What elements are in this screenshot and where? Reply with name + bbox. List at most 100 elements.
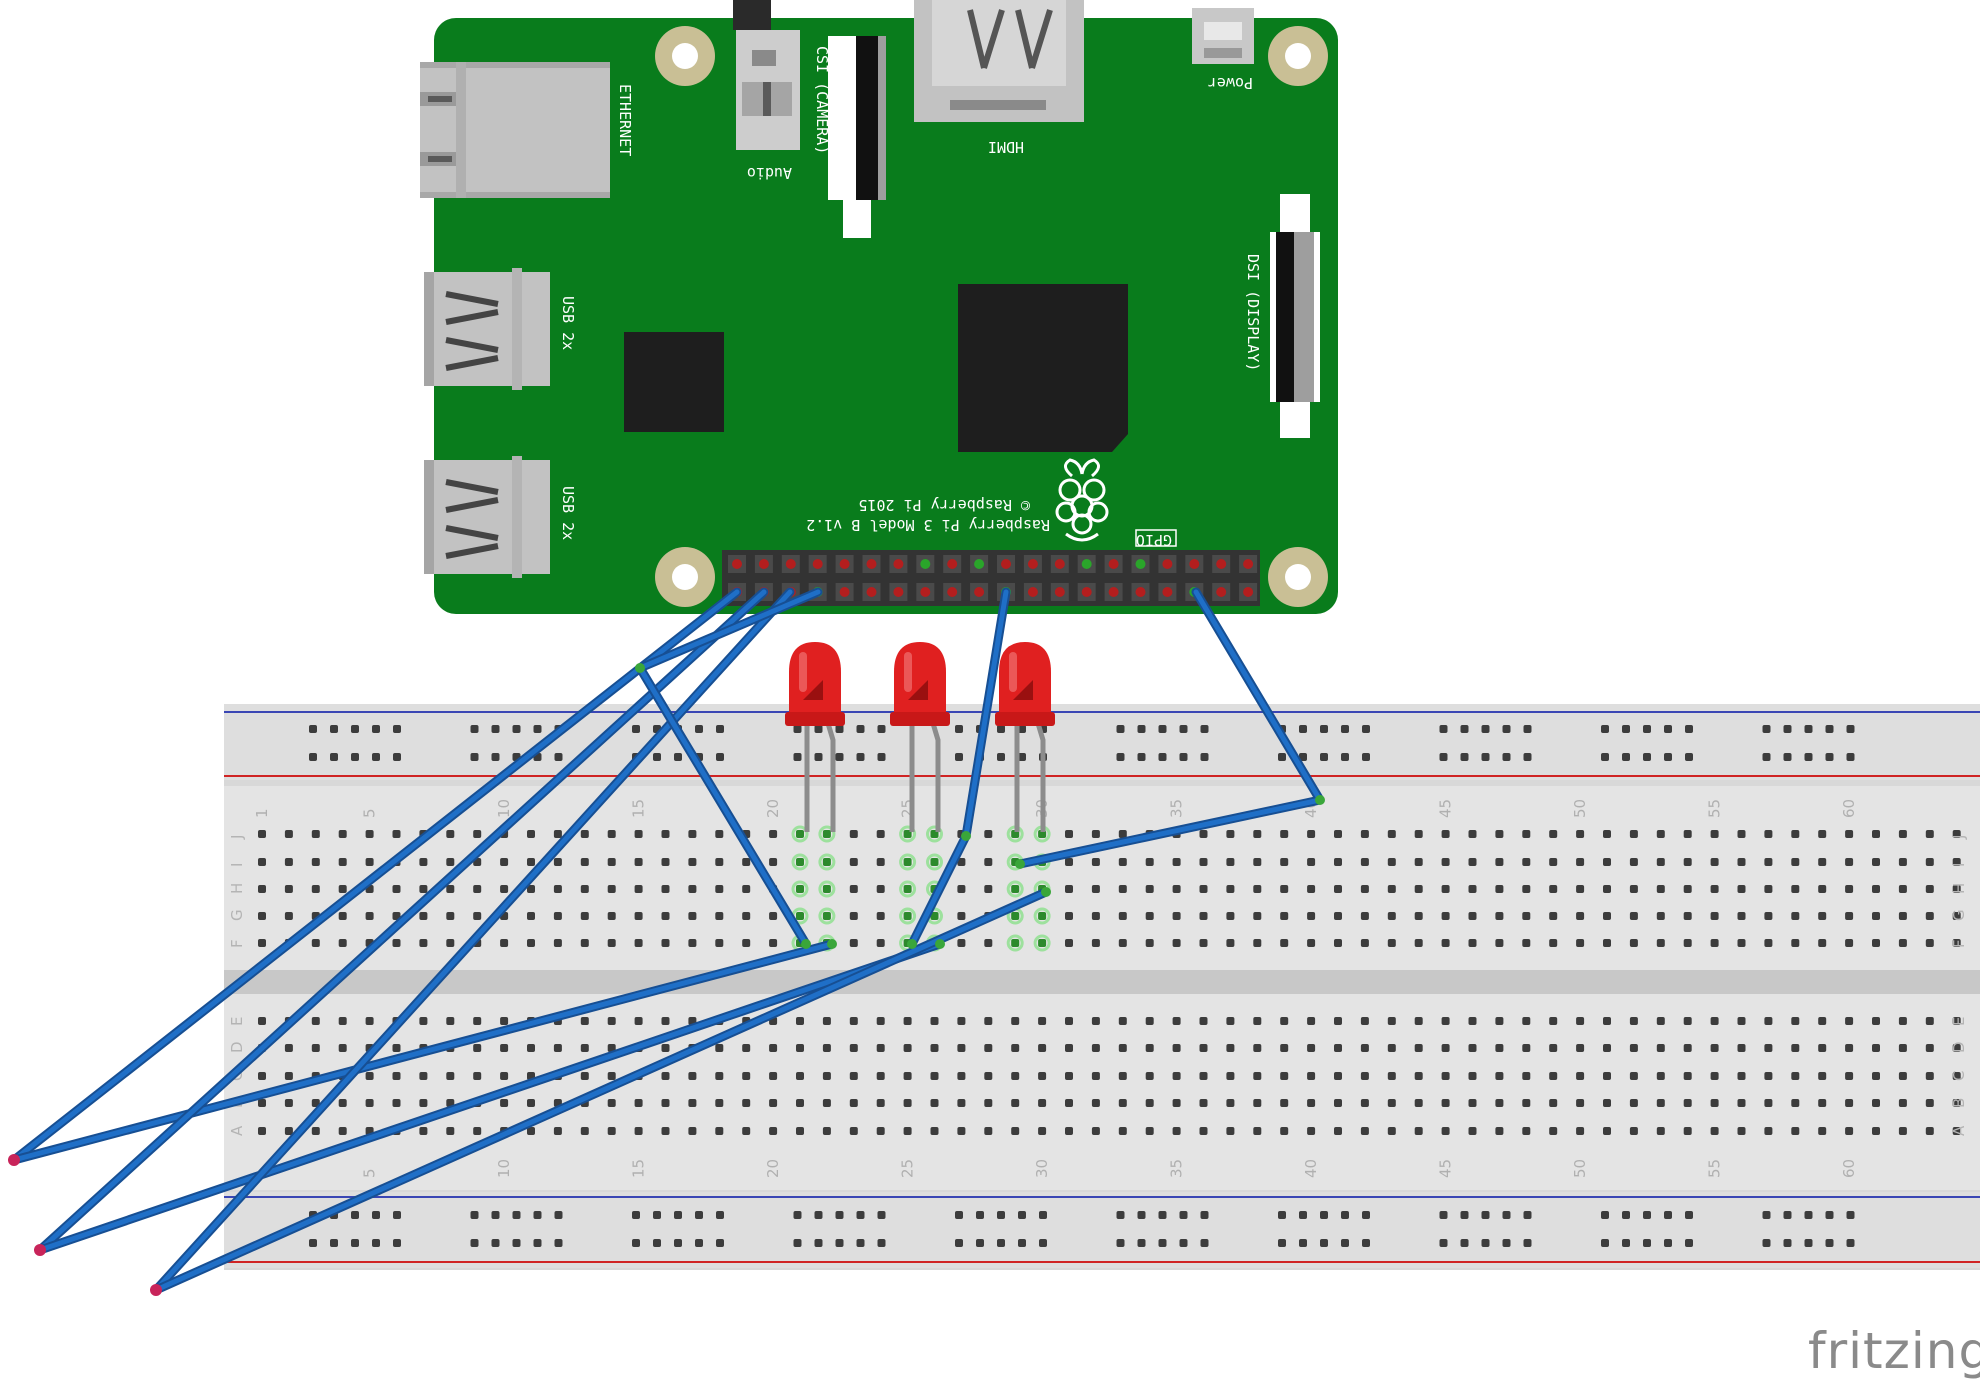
breadboard-hole bbox=[1091, 1044, 1100, 1052]
breadboard-hole bbox=[500, 885, 509, 893]
hole-highlight bbox=[818, 825, 836, 843]
leds bbox=[785, 642, 1055, 832]
rail-hole bbox=[351, 753, 359, 761]
breadboard-hole bbox=[822, 912, 831, 920]
hole-highlight bbox=[899, 880, 917, 898]
breadboard-hole bbox=[688, 885, 697, 893]
gpio-pin bbox=[893, 559, 904, 569]
column-number-top: 45 bbox=[1437, 799, 1455, 818]
breadboard-hole bbox=[903, 885, 912, 893]
breadboard-hole bbox=[1683, 939, 1692, 947]
hdmi-port bbox=[914, 0, 1084, 122]
breadboard-hole bbox=[580, 939, 589, 947]
breadboard-hole bbox=[1872, 858, 1880, 866]
breadboard-hole bbox=[849, 1127, 858, 1135]
rail-hole bbox=[470, 753, 479, 761]
breadboard-hole bbox=[1172, 1099, 1181, 1107]
rail-hole bbox=[1643, 1239, 1651, 1247]
breadboard-hole bbox=[1226, 1127, 1235, 1135]
breadboard-hole bbox=[1334, 1072, 1342, 1080]
breadboard-hole bbox=[1307, 1072, 1316, 1080]
breadboard-hole bbox=[984, 1127, 993, 1135]
breadboard-hole bbox=[1441, 1044, 1450, 1052]
rail-hole bbox=[372, 753, 380, 761]
breadboard-hole bbox=[1656, 1127, 1665, 1135]
rail-hole bbox=[351, 1239, 359, 1247]
breadboard-hole bbox=[1603, 1127, 1611, 1135]
breadboard-hole bbox=[1387, 939, 1396, 947]
breadboard-hole bbox=[742, 1127, 751, 1135]
rail-hole bbox=[814, 1211, 823, 1219]
breadboard-hole bbox=[1925, 858, 1934, 866]
breadboard-hole bbox=[1011, 1127, 1020, 1135]
row-label: I bbox=[1950, 863, 1968, 867]
breadboard-hole bbox=[1065, 1072, 1073, 1080]
breadboard-hole bbox=[957, 1127, 966, 1135]
breadboard-hole bbox=[1925, 1127, 1934, 1135]
breadboard-hole bbox=[1387, 885, 1396, 893]
breadboard-hole bbox=[1603, 830, 1611, 838]
gpio-pin bbox=[1216, 559, 1227, 569]
breadboard-hole bbox=[661, 912, 670, 920]
breadboard-hole bbox=[1952, 939, 1961, 947]
hole-highlight bbox=[818, 907, 836, 925]
breadboard-hole bbox=[419, 885, 428, 893]
rail-hole bbox=[1460, 753, 1469, 761]
breadboard-hole bbox=[1925, 1072, 1934, 1080]
breadboard-hole bbox=[1576, 1072, 1585, 1080]
breadboard-hole bbox=[1845, 1017, 1854, 1025]
rail-hole bbox=[393, 725, 401, 733]
rail-hole bbox=[330, 1239, 338, 1247]
breadboard-hole bbox=[796, 1044, 804, 1052]
breadboard-hole bbox=[1307, 912, 1316, 920]
hole-highlight bbox=[1006, 880, 1024, 898]
rail-hole bbox=[1341, 1211, 1349, 1219]
breadboard-hole bbox=[1360, 1017, 1369, 1025]
breadboard-hole bbox=[930, 1127, 939, 1135]
breadboard-hole bbox=[1280, 1099, 1289, 1107]
gpio-pin bbox=[1135, 587, 1146, 597]
rail-hole bbox=[1278, 1211, 1286, 1219]
rail-hole bbox=[1825, 1239, 1834, 1247]
breadboard-hole bbox=[1898, 1017, 1907, 1025]
breadboard-hole bbox=[1091, 912, 1100, 920]
breadboard-hole bbox=[742, 912, 751, 920]
breadboard-hole bbox=[527, 858, 535, 866]
breadboard-hole bbox=[984, 1017, 993, 1025]
column-number-bottom: 5 bbox=[361, 1168, 379, 1178]
breadboard-hole bbox=[473, 1017, 482, 1025]
breadboard-hole bbox=[769, 1127, 778, 1135]
breadboard-hole bbox=[1764, 1099, 1773, 1107]
breadboard-hole bbox=[1011, 885, 1020, 893]
breadboard-hole bbox=[446, 1127, 455, 1135]
rail-hole bbox=[512, 1211, 521, 1219]
breadboard-hole bbox=[1441, 885, 1450, 893]
breadboard-hole bbox=[258, 1072, 266, 1080]
column-number-bottom: 35 bbox=[1168, 1159, 1186, 1178]
breadboard-hole bbox=[822, 885, 831, 893]
gpio-pin bbox=[1216, 587, 1227, 597]
breadboard-hole bbox=[1387, 1017, 1396, 1025]
breadboard-hole bbox=[1925, 1099, 1934, 1107]
breadboard-hole bbox=[1576, 830, 1585, 838]
hole-highlight bbox=[926, 853, 943, 871]
breadboard-hole bbox=[1656, 912, 1665, 920]
gpio-pin bbox=[758, 559, 769, 569]
rail-hole bbox=[470, 725, 479, 733]
rail-hole bbox=[372, 1211, 380, 1219]
breadboard-hole bbox=[284, 858, 293, 866]
breadboard-hole bbox=[365, 1072, 374, 1080]
column-number-bottom: 45 bbox=[1437, 1159, 1455, 1178]
breadboard-hole bbox=[1522, 830, 1531, 838]
breadboard-hole bbox=[1387, 1127, 1396, 1135]
breadboard-hole bbox=[1683, 830, 1692, 838]
breadboard-hole bbox=[1334, 1099, 1342, 1107]
rail-hole bbox=[1762, 753, 1771, 761]
rail-hole bbox=[309, 725, 317, 733]
breadboard-hole bbox=[876, 830, 885, 838]
rail-hole bbox=[814, 1239, 823, 1247]
breadboard-hole bbox=[876, 1127, 885, 1135]
rail-hole bbox=[1523, 753, 1532, 761]
breadboard-hole bbox=[1872, 1127, 1880, 1135]
